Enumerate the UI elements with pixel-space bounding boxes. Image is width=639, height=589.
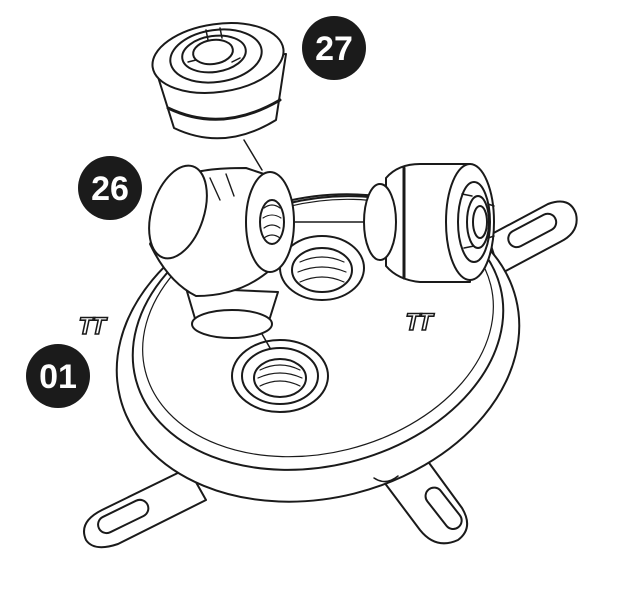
brand-logo-left: TT — [76, 313, 109, 340]
bracket-slot-bottom-left — [97, 498, 150, 535]
callout-26-badge — [78, 156, 142, 220]
fitting-front-bore — [259, 199, 285, 245]
callout-27-label: 27 — [315, 30, 353, 68]
callout-01: 01 — [26, 344, 90, 408]
callout-27: 27 — [302, 16, 366, 80]
callout-27-badge — [302, 16, 366, 80]
compression-fitting-top — [151, 22, 287, 140]
center-port — [231, 339, 329, 413]
compression-fitting-side — [363, 163, 495, 283]
bracket-slot-top-right — [507, 212, 558, 249]
callout-26-label: 26 — [91, 170, 129, 208]
callout-26: 26 — [78, 156, 142, 220]
rear-port — [279, 235, 365, 301]
base-underside — [373, 475, 399, 483]
bracket-slot-bottom-right — [424, 486, 463, 531]
angle-fitting — [148, 164, 295, 339]
side-fitting-stub — [363, 183, 397, 261]
mounting-bracket — [83, 200, 578, 549]
callout-01-badge — [26, 344, 90, 408]
fitting-side-face — [148, 164, 208, 260]
callout-01-label: 01 — [39, 358, 77, 396]
